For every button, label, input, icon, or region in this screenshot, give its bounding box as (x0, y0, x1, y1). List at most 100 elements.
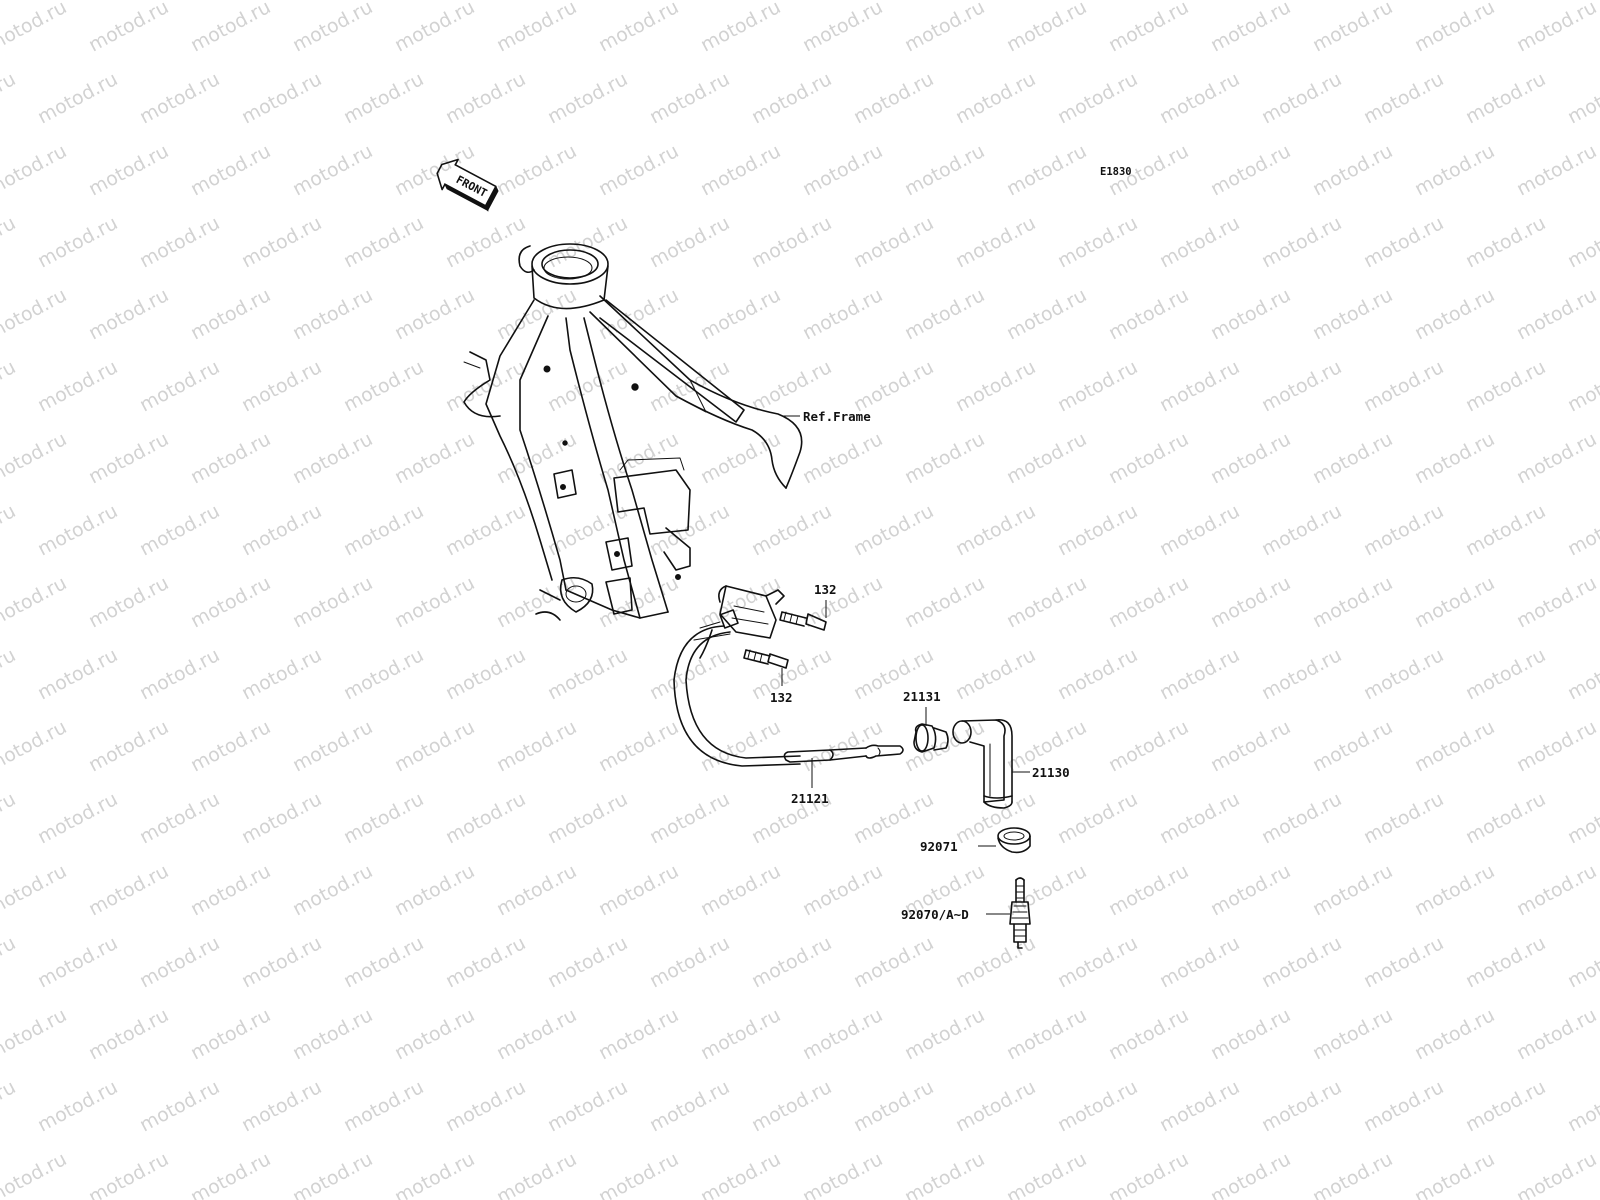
watermark-text: motod.ru (1564, 356, 1600, 416)
watermark-text: motod.ru (1411, 1148, 1498, 1200)
watermark-text: motod.ru (544, 356, 631, 416)
watermark-text: motod.ru (1258, 356, 1345, 416)
watermark-text: motod.ru (1564, 500, 1600, 560)
watermark-text: motod.ru (187, 716, 274, 776)
watermark-text: motod.ru (289, 284, 376, 344)
cap-inner-grommet (913, 723, 949, 753)
watermark-text: motod.ru (748, 1076, 835, 1136)
watermark-text: motod.ru (952, 212, 1039, 272)
watermark-text: motod.ru (442, 212, 529, 272)
watermark-text: motod.ru (238, 1076, 325, 1136)
watermark-text: motod.ru (1258, 932, 1345, 992)
watermark-text: motod.ru (187, 140, 274, 200)
part-label-21121: 21121 (791, 791, 829, 806)
watermark-text: motod.ru (1411, 140, 1498, 200)
watermark-text: motod.ru (34, 1076, 121, 1136)
watermark-text: motod.ru (1258, 68, 1345, 128)
watermark-text: motod.ru (136, 644, 223, 704)
watermark-text: motod.ru (1054, 212, 1141, 272)
watermark-text: motod.ru (1054, 788, 1141, 848)
watermark-text: motod.ru (1258, 1076, 1345, 1136)
watermark-text: motod.ru (1462, 1076, 1549, 1136)
watermark-text: motod.ru (238, 932, 325, 992)
watermark-text: motod.ru (952, 356, 1039, 416)
watermark-text: motod.ru (34, 500, 121, 560)
watermark-text: motod.ru (187, 0, 274, 56)
watermark-text: motod.ru (1411, 0, 1498, 56)
part-label-92070: 92070/A~D (901, 907, 969, 922)
part-label-21131: 21131 (903, 689, 941, 704)
watermark-text: motod.ru (85, 1004, 172, 1064)
watermark-text: motod.ru (1207, 140, 1294, 200)
watermark-text: motod.ru (1513, 1004, 1600, 1064)
watermark-text: motod.ru (493, 1004, 580, 1064)
watermark-text: motod.ru (697, 1148, 784, 1200)
watermark-text: motod.ru (1513, 284, 1600, 344)
watermark-text: motod.ru (1105, 284, 1192, 344)
watermark-text: motod.ru (1411, 428, 1498, 488)
watermark-text: motod.ru (0, 932, 19, 992)
watermark-text: motod.ru (85, 0, 172, 56)
watermark-text: motod.ru (850, 68, 937, 128)
watermark-text: motod.ru (0, 1004, 70, 1064)
watermark-text: motod.ru (1156, 212, 1243, 272)
watermark-text: motod.ru (1258, 212, 1345, 272)
watermark-text: motod.ru (595, 716, 682, 776)
watermark-text: motod.ru (85, 716, 172, 776)
watermark-text: motod.ru (1564, 1076, 1600, 1136)
watermark-text: motod.ru (1003, 284, 1090, 344)
watermark-text: motod.ru (340, 1076, 427, 1136)
watermark-text: motod.ru (340, 68, 427, 128)
watermark-text: motod.ru (34, 356, 121, 416)
watermark-text: motod.ru (187, 860, 274, 920)
watermark-text: motod.ru (0, 500, 19, 560)
front-label: FRONT (454, 173, 490, 200)
watermark-text: motod.ru (1513, 140, 1600, 200)
watermark-text: motod.ru (1156, 68, 1243, 128)
frame-drawing (463, 243, 803, 621)
watermark-text: motod.ru (595, 1148, 682, 1200)
watermark-text: motod.ru (697, 284, 784, 344)
watermark-text: motod.ru (952, 68, 1039, 128)
watermark-text: motod.ru (1309, 716, 1396, 776)
plug-cap (952, 719, 1013, 809)
watermark-text: motod.ru (1513, 572, 1600, 632)
watermark-text: motod.ru (1360, 932, 1447, 992)
watermark-text: motod.ru (697, 1004, 784, 1064)
watermark-text: motod.ru (1360, 500, 1447, 560)
watermark-text: motod.ru (340, 212, 427, 272)
watermark-text: motod.ru (1360, 212, 1447, 272)
watermark-text: motod.ru (1054, 644, 1141, 704)
watermark-text: motod.ru (1411, 572, 1498, 632)
watermark-text: motod.ru (340, 788, 427, 848)
watermark-text: motod.ru (1003, 572, 1090, 632)
watermark-text: motod.ru (544, 932, 631, 992)
watermark-text: motod.ru (391, 0, 478, 56)
diagram-code: E1830 (1100, 166, 1132, 178)
watermark-text: motod.ru (1309, 572, 1396, 632)
part-label-132-upper: 132 (814, 582, 837, 597)
watermark-text: motod.ru (595, 0, 682, 56)
watermark-text: motod.ru (1564, 212, 1600, 272)
watermark-text: motod.ru (1207, 1004, 1294, 1064)
watermark-text: motod.ru (238, 212, 325, 272)
watermark-text: motod.ru (1207, 572, 1294, 632)
watermark-text: motod.ru (0, 788, 19, 848)
watermark-text: motod.ru (1156, 932, 1243, 992)
watermark-text: motod.ru (136, 500, 223, 560)
watermark-text: motod.ru (748, 212, 835, 272)
watermark-text: motod.ru (0, 860, 70, 920)
watermark-text: motod.ru (544, 644, 631, 704)
watermark-text: motod.ru (34, 212, 121, 272)
watermark-text: motod.ru (799, 428, 886, 488)
watermark-text: motod.ru (0, 572, 70, 632)
watermark-text: motod.ru (187, 1148, 274, 1200)
watermark-text: motod.ru (901, 1004, 988, 1064)
watermark-text: motod.ru (1054, 1076, 1141, 1136)
watermark-text: motod.ru (340, 356, 427, 416)
watermark-text: motod.ru (1309, 1148, 1396, 1200)
watermark-text: motod.ru (289, 0, 376, 56)
watermark-text: motod.ru (1003, 1148, 1090, 1200)
watermark-text: motod.ru (34, 788, 121, 848)
watermark-text: motod.ru (697, 0, 784, 56)
